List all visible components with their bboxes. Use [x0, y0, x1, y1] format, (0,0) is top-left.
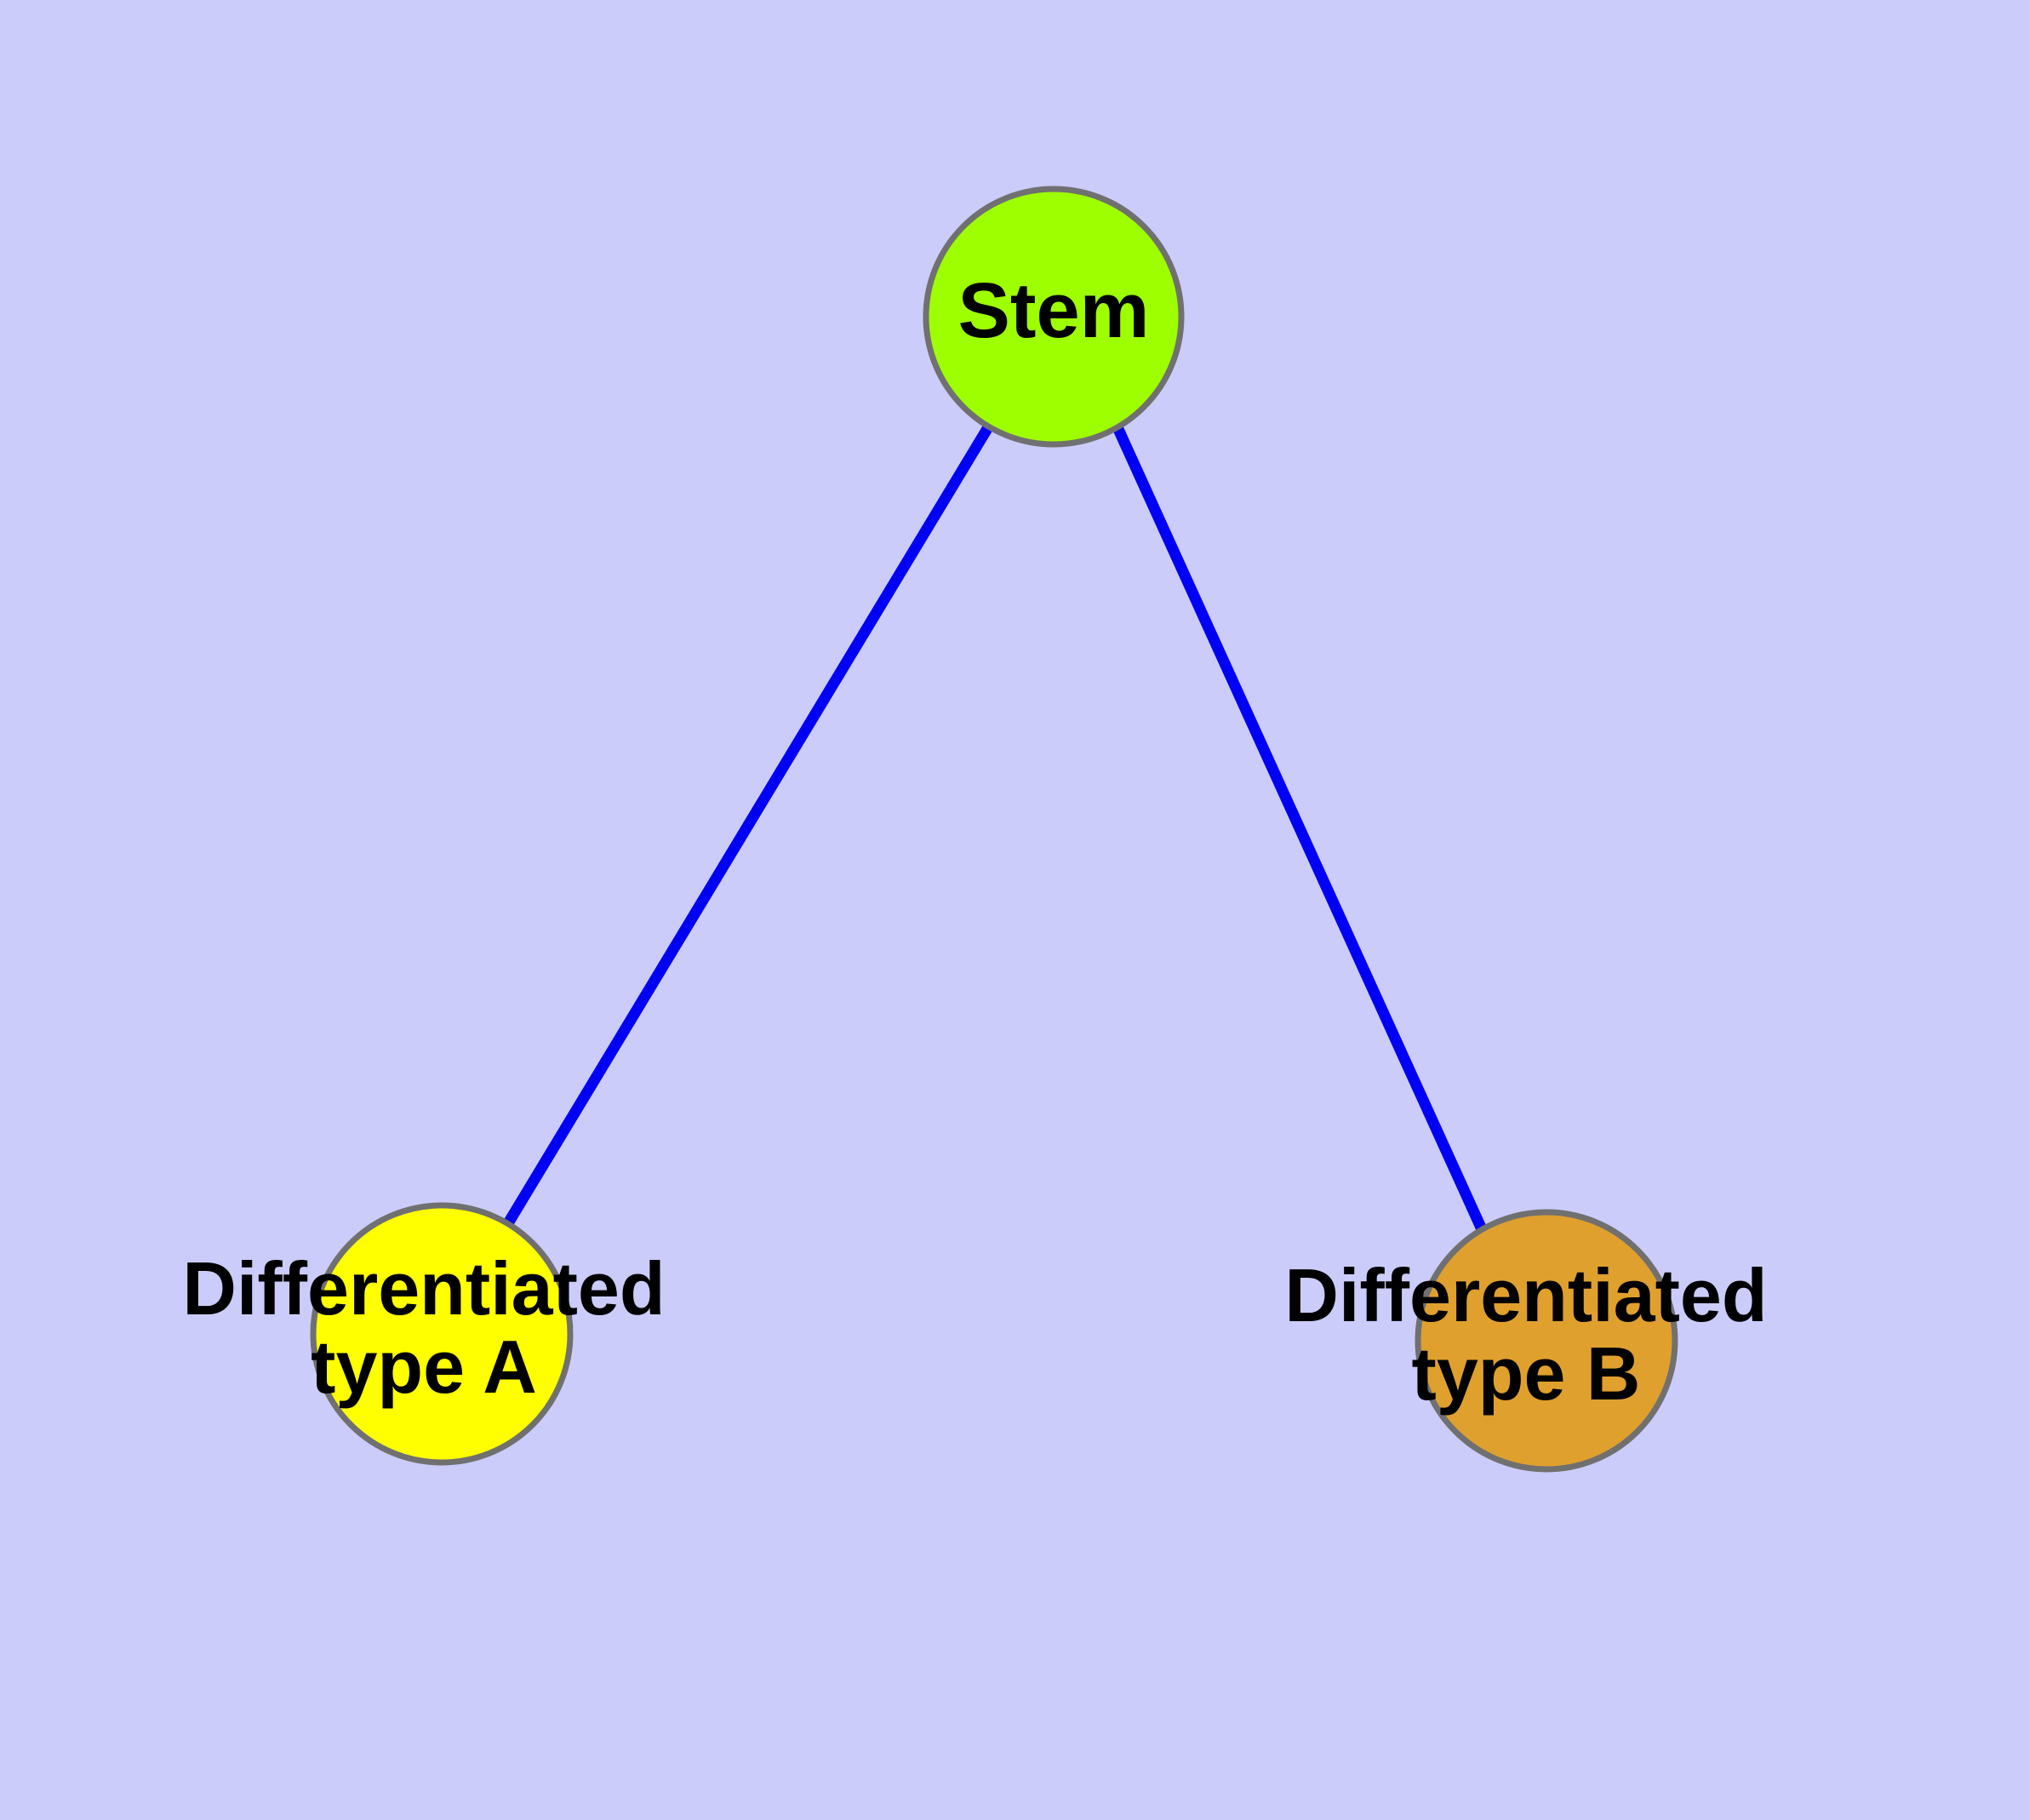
edge-stem-to-diff-b [1112, 425, 1487, 1232]
node-diff_a[interactable] [310, 1202, 574, 1466]
node-label-line: Differentiated [1284, 1253, 1767, 1337]
node-label-line: type A [311, 1325, 537, 1409]
node-diff_b[interactable] [1415, 1209, 1678, 1473]
node-stem[interactable] [923, 186, 1185, 448]
node-label-line: Differentiated [182, 1246, 665, 1331]
edge-stem-to-diff-a [503, 424, 993, 1227]
nodes-layer [310, 186, 1678, 1473]
edges-layer [503, 424, 1487, 1232]
node-label-line: type B [1412, 1331, 1641, 1416]
node-label-stem: Stem [958, 267, 1150, 354]
node-label-line: Stem [958, 267, 1150, 354]
